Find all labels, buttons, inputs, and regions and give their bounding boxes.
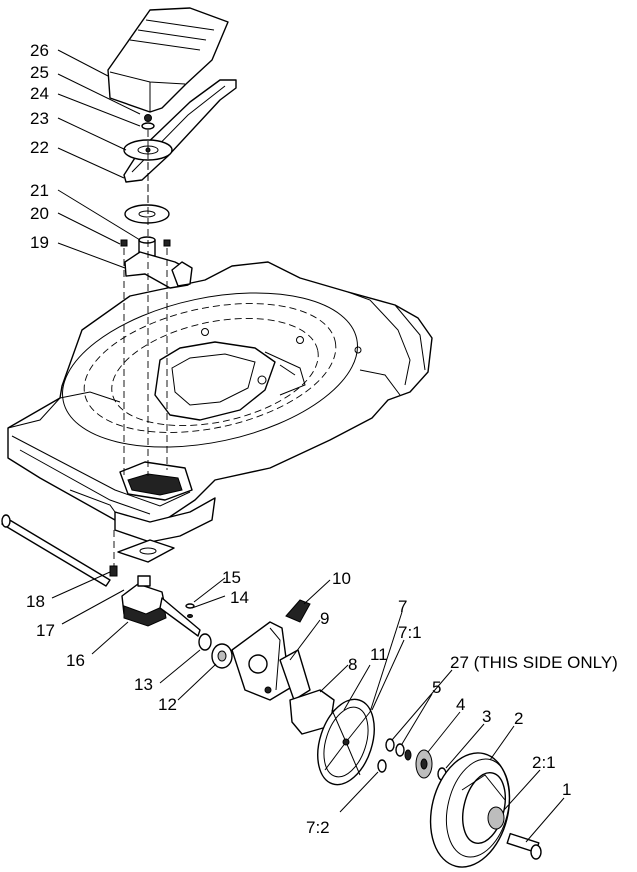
assembly-center-lines [113, 130, 168, 570]
callout-20: 20 [30, 204, 49, 223]
lower-pulley [124, 204, 170, 224]
height-adjust-bracket-9 [231, 621, 291, 701]
callout-12: 12 [158, 695, 177, 714]
gasket-plate-17 [117, 539, 175, 563]
callout-2: 2 [514, 709, 523, 728]
washers-14-15 [185, 603, 195, 618]
wheel-2 [429, 752, 511, 868]
callout-18: 18 [26, 592, 45, 611]
hubcap-7 [317, 698, 375, 786]
bolt-18 [109, 565, 118, 577]
callout-10: 10 [332, 569, 351, 588]
bolt-1 [506, 832, 542, 860]
callout-23: 23 [30, 109, 49, 128]
callout-15: 15 [222, 568, 241, 587]
callout-17: 17 [36, 621, 55, 640]
bolts-20 [120, 239, 171, 247]
drive-axle-shaft [1, 514, 111, 587]
callout-1: 1 [562, 780, 571, 799]
arm-link [279, 649, 311, 701]
callout-5: 5 [432, 678, 441, 697]
leader-lines [51, 49, 565, 843]
gear-4 [415, 749, 433, 779]
callout-7-2: 7:2 [306, 818, 330, 837]
callout-22: 22 [30, 138, 49, 157]
washer-7-2 [377, 759, 387, 773]
callout-14: 14 [230, 588, 249, 607]
callout-9: 9 [320, 609, 329, 628]
callout-11: 11 [370, 645, 388, 664]
callout-7-1: 7:1 [398, 623, 422, 642]
callout-labels: 26 25 24 23 22 21 20 19 18 17 16 15 14 1… [26, 41, 618, 837]
pinion-12 [211, 643, 233, 669]
washers-27-5 [385, 738, 412, 761]
callout-3: 3 [482, 707, 491, 726]
callout-24: 24 [30, 84, 49, 103]
callout-27: 27 (THIS SIDE ONLY) [450, 653, 618, 672]
knob-10 [285, 599, 311, 623]
callout-4: 4 [456, 695, 465, 714]
belt-cover [107, 7, 229, 113]
callout-16: 16 [66, 651, 85, 670]
mower-deck [7, 261, 433, 543]
callout-13: 13 [134, 675, 153, 694]
bracket-19 [124, 251, 193, 289]
callout-8: 8 [348, 655, 357, 674]
nut-24 [141, 114, 155, 130]
callout-21: 21 [30, 181, 49, 200]
bearing-13 [198, 633, 212, 651]
callout-2-1: 2:1 [532, 753, 556, 772]
callout-7: 7 [398, 597, 407, 616]
callout-26: 26 [30, 41, 49, 60]
callout-25: 25 [30, 63, 49, 82]
callout-19: 19 [30, 233, 49, 252]
transmission-16 [121, 575, 201, 637]
